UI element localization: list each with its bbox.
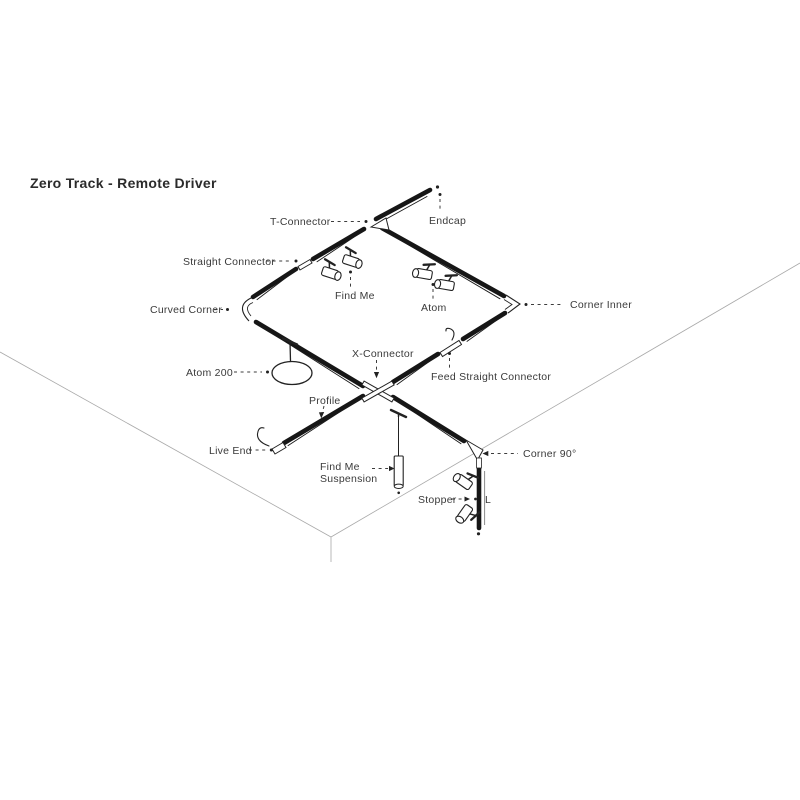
curved-corner-part	[241, 297, 254, 322]
connector-parts	[241, 185, 521, 469]
t-connector-part	[369, 217, 390, 231]
label-profile: Profile	[309, 394, 341, 407]
label-live-end: Live End	[209, 444, 252, 457]
room-corner-lines	[0, 262, 800, 562]
label-t-connector: T-Connector	[270, 216, 331, 228]
straight-connector-part	[297, 258, 313, 271]
label-atom-200: Atom 200	[186, 366, 233, 379]
atom-spotlight-icon	[432, 270, 459, 293]
live-end-part	[256, 427, 287, 455]
corner-90-part	[464, 438, 484, 469]
find-me-spotlight-icon	[318, 258, 346, 283]
label-find-me-suspension: Find Me Suspension	[320, 460, 378, 486]
track-topleft-lower	[250, 266, 299, 300]
stopper-spotlight-icon	[453, 501, 481, 531]
label-x-connector: X-Connector	[352, 348, 414, 360]
label-atom: Atom	[421, 302, 447, 314]
leader-lines	[214, 193, 564, 502]
fixtures	[271, 246, 481, 531]
x-connector-part	[361, 380, 395, 403]
label-endcap: Endcap	[429, 214, 467, 227]
label-stopper: Stopper	[418, 493, 457, 506]
find-me-suspension-pendant-icon	[389, 408, 408, 495]
track-topright	[379, 225, 507, 299]
endcap-part	[435, 185, 440, 189]
feed-straight-connector-part	[439, 327, 463, 358]
label-corner-inner: Corner Inner	[570, 299, 632, 311]
atom-200-pendant-icon	[271, 337, 313, 386]
track-profile	[281, 393, 366, 446]
track-lowerright-lower	[390, 351, 441, 385]
track-topleft-upper	[310, 226, 367, 262]
track-lowerright-upper	[460, 310, 508, 342]
stopper-spotlight-icon	[450, 464, 480, 493]
corner-inner-part	[503, 294, 521, 314]
track-endcap-spur	[373, 187, 433, 222]
label-straight-connector: Straight Connector	[183, 255, 276, 268]
atom-spotlight-icon	[410, 259, 437, 282]
page-title: Zero Track - Remote Driver	[30, 175, 217, 191]
track-segments	[250, 187, 508, 536]
label-curved-corner: Curved Corner	[150, 304, 223, 316]
label-corner-90: Corner 90°	[523, 448, 577, 460]
find-me-spotlight-icon	[339, 246, 367, 271]
vertical-track-end-dot	[476, 532, 481, 536]
label-feed-straight-connector: Feed Straight Connector	[431, 370, 552, 383]
track-to-corner90	[390, 394, 467, 444]
track-lowerleft	[253, 319, 366, 389]
label-find-me: Find Me	[335, 290, 375, 302]
label-length-marker: L	[485, 494, 492, 506]
